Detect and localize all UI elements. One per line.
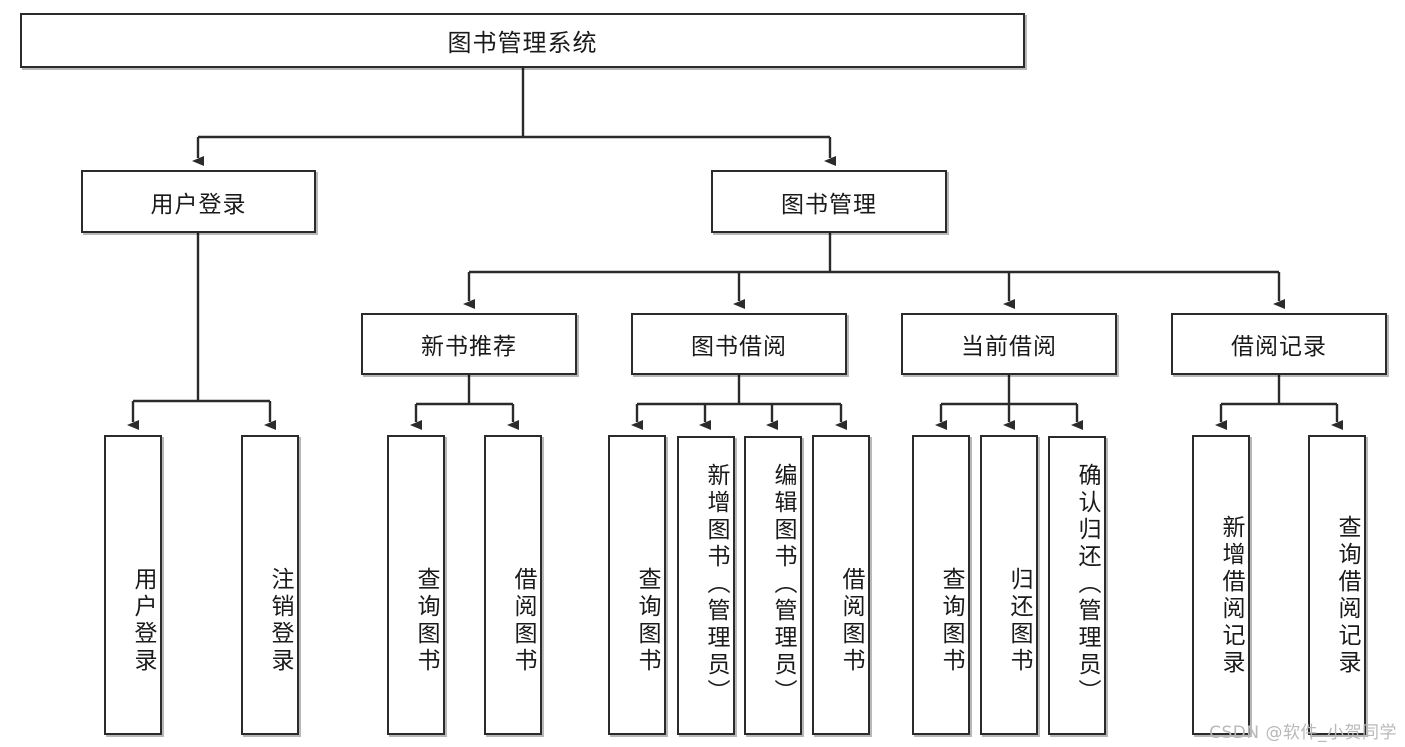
node-label: 图书借阅 xyxy=(691,334,787,360)
node-label: 编辑图书（管理员） xyxy=(770,463,796,706)
leaf-user-login-login[interactable]: 用户登录 xyxy=(104,435,162,735)
node-label: 当前借阅 xyxy=(961,334,1057,360)
leaf-new-book-borrow-book[interactable]: 借阅图书 xyxy=(484,435,542,735)
node-label: 借阅图书 xyxy=(838,567,864,675)
node-book-borrow[interactable]: 图书借阅 xyxy=(631,313,847,375)
node-label: 图书管理系统 xyxy=(447,29,598,57)
leaf-current-borrow-confirm-return-admin[interactable]: 确认归还（管理员） xyxy=(1048,436,1106,735)
leaf-user-login-logout[interactable]: 注销登录 xyxy=(241,435,299,735)
node-label: 查询图书 xyxy=(938,567,964,675)
node-book-management[interactable]: 图书管理 xyxy=(711,170,947,233)
node-label: 图书管理 xyxy=(781,191,877,218)
node-label: 新书推荐 xyxy=(421,334,517,360)
leaf-current-borrow-return-book[interactable]: 归还图书 xyxy=(980,435,1038,735)
leaf-current-borrow-query-book[interactable]: 查询图书 xyxy=(912,435,970,735)
leaf-borrow-record-query-record[interactable]: 查询借阅记录 xyxy=(1308,435,1366,735)
watermark: CSDN @软件_小贺同学 xyxy=(1209,723,1397,743)
node-user-login[interactable]: 用户登录 xyxy=(81,170,316,233)
leaf-new-book-query-book[interactable]: 查询图书 xyxy=(387,435,445,735)
node-root-book-management-system[interactable]: 图书管理系统 xyxy=(20,13,1025,68)
node-label: 确认归还（管理员） xyxy=(1074,463,1100,706)
node-label: 用户登录 xyxy=(130,567,156,675)
leaf-book-borrow-borrow-book[interactable]: 借阅图书 xyxy=(812,435,870,735)
node-label: 借阅记录 xyxy=(1231,334,1327,360)
node-label: 查询图书 xyxy=(413,567,439,675)
node-current-borrow[interactable]: 当前借阅 xyxy=(901,313,1117,375)
node-borrow-record[interactable]: 借阅记录 xyxy=(1171,313,1387,375)
node-new-book-recommend[interactable]: 新书推荐 xyxy=(361,313,577,375)
node-label: 注销登录 xyxy=(267,567,293,675)
node-label: 借阅图书 xyxy=(510,567,536,675)
node-label: 新增图书（管理员） xyxy=(703,463,729,706)
leaf-book-borrow-edit-book-admin[interactable]: 编辑图书（管理员） xyxy=(744,436,802,735)
leaf-book-borrow-add-book-admin[interactable]: 新增图书（管理员） xyxy=(677,436,735,735)
node-label: 新增借阅记录 xyxy=(1218,515,1244,677)
leaf-book-borrow-query-book[interactable]: 查询图书 xyxy=(608,435,666,735)
node-label: 查询图书 xyxy=(634,567,660,675)
node-label: 用户登录 xyxy=(150,191,247,218)
leaf-borrow-record-add-record[interactable]: 新增借阅记录 xyxy=(1192,435,1250,735)
node-label: 归还图书 xyxy=(1006,567,1032,675)
node-label: 查询借阅记录 xyxy=(1334,515,1360,677)
